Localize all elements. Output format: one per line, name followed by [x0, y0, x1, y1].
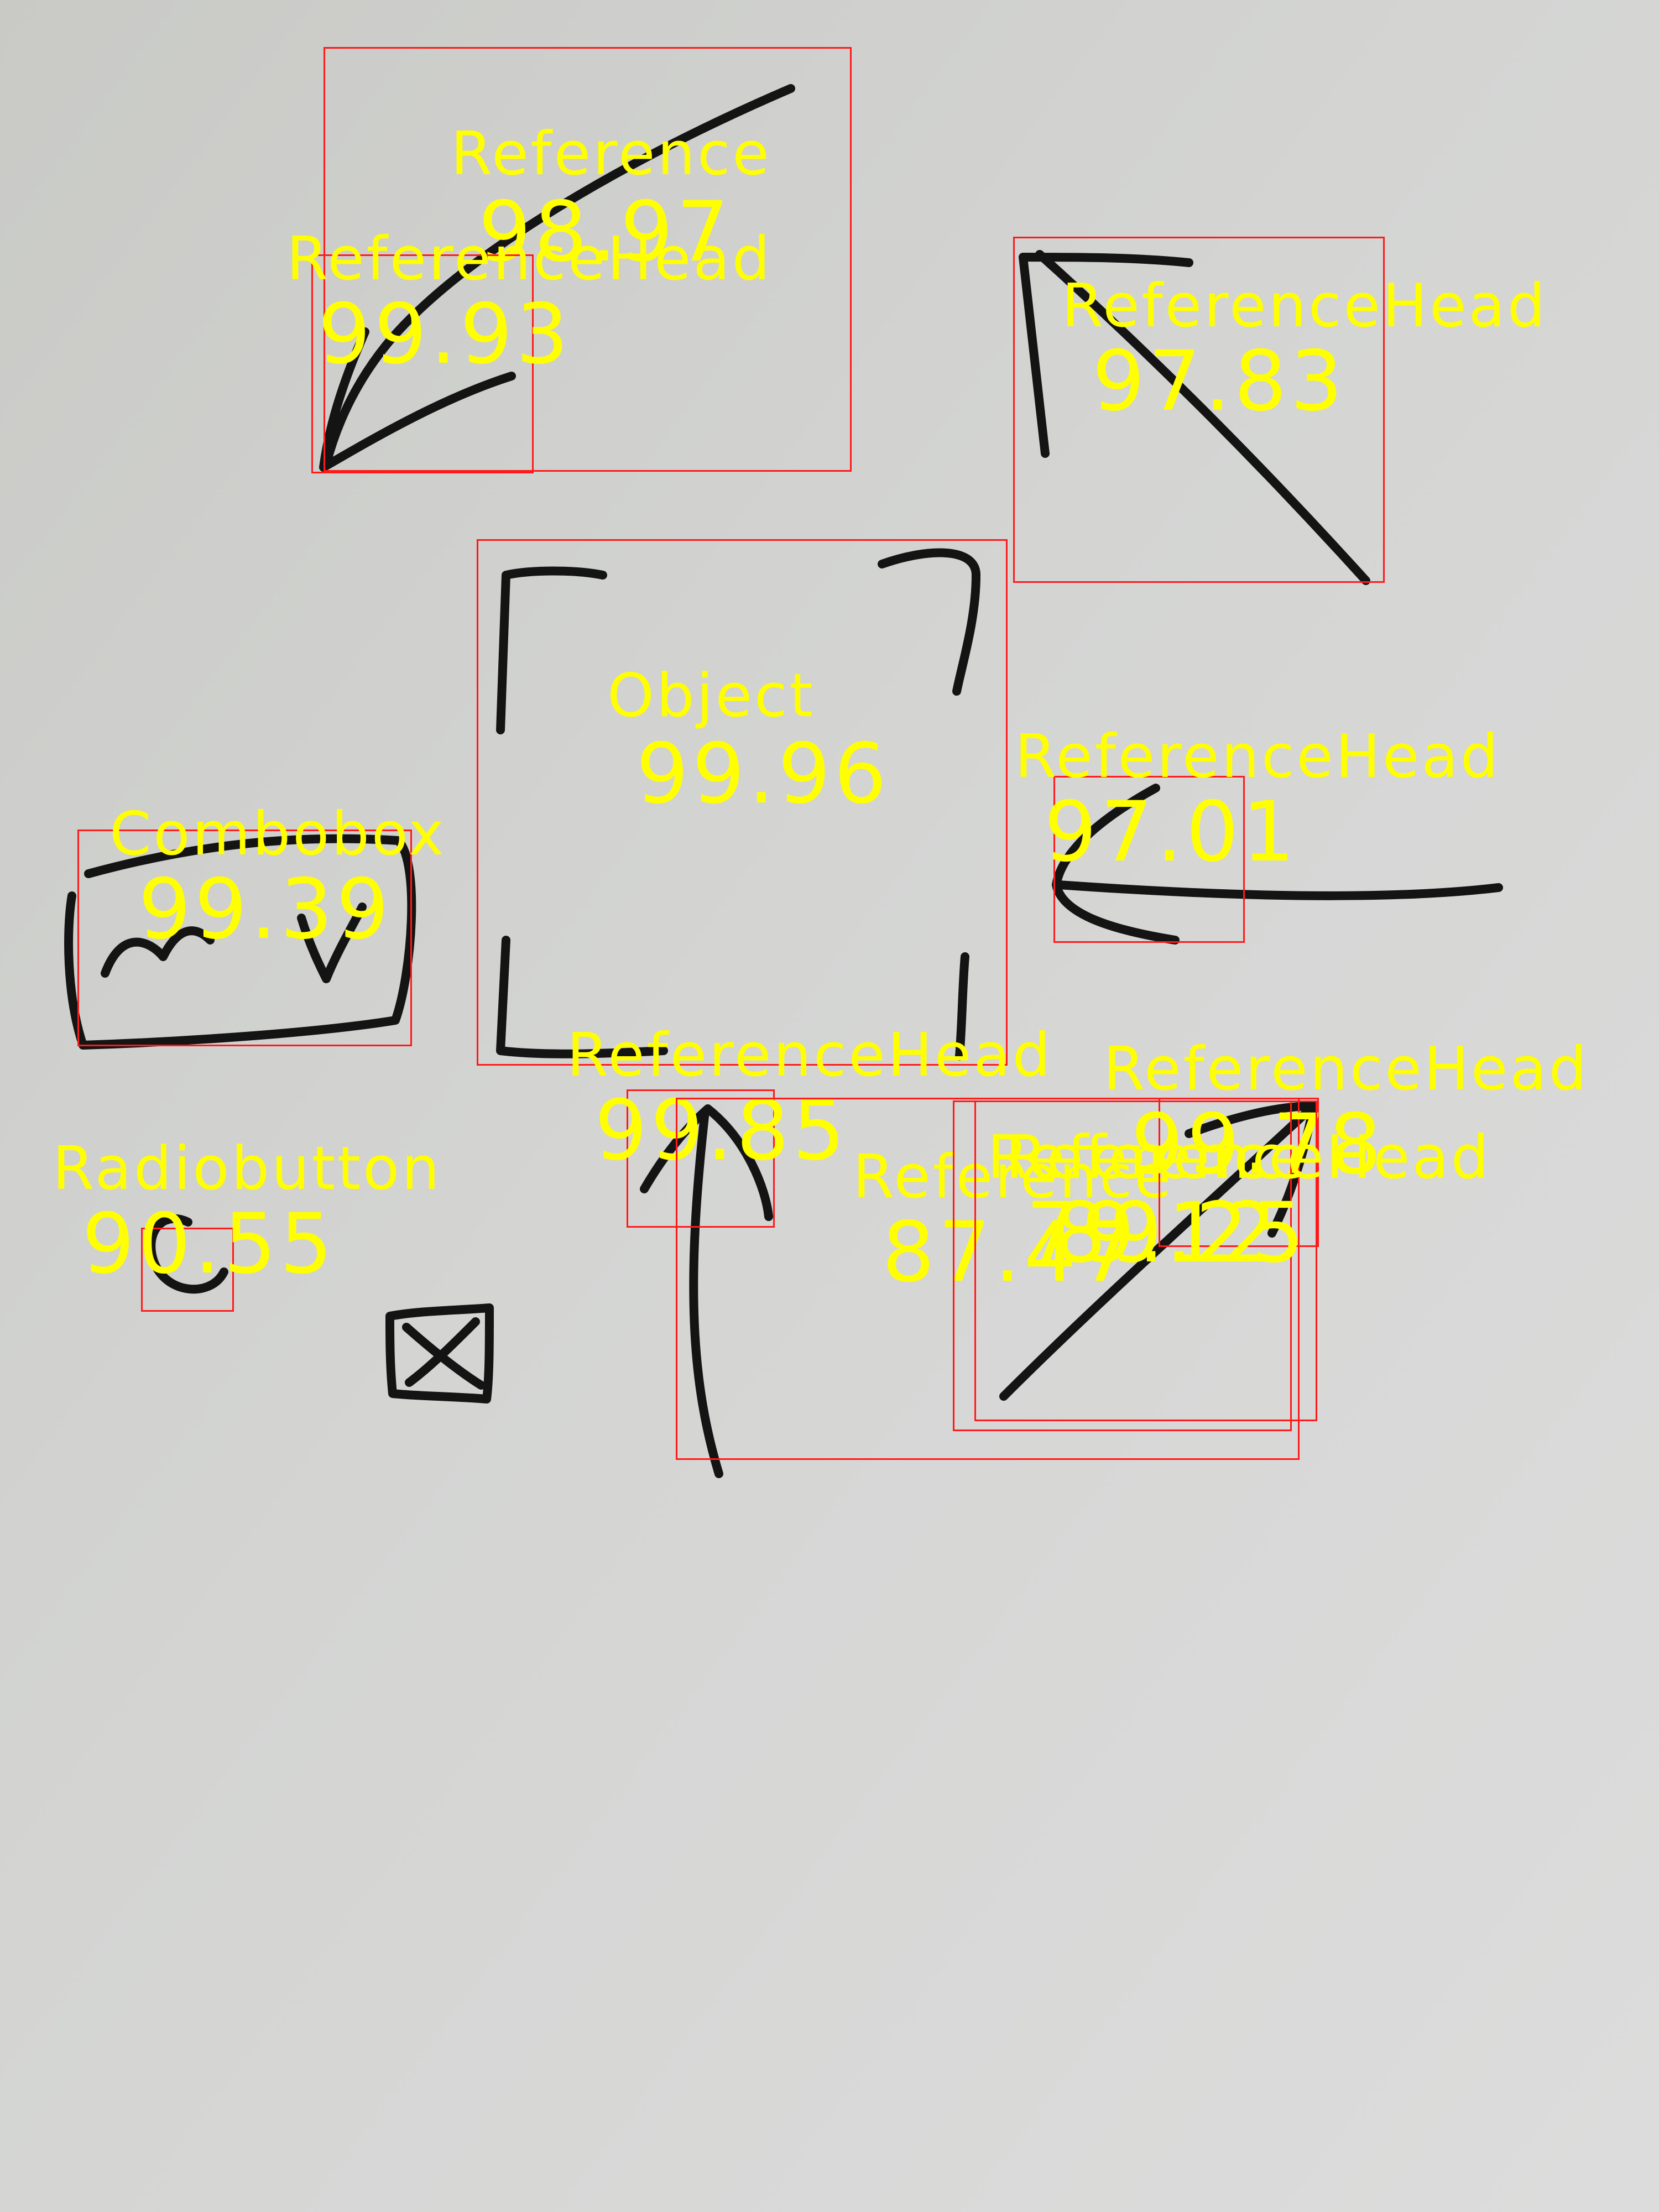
- bounding-box: [676, 1098, 1300, 1460]
- radiobutton-circle: [147, 1214, 228, 1294]
- combobox-outline: [64, 834, 416, 1050]
- detection-score: 99.96: [636, 726, 890, 822]
- bounding-box: [974, 1100, 1317, 1421]
- bounding-box: [141, 1228, 234, 1312]
- combobox-chevron: [297, 902, 367, 983]
- detection-score: 99.85: [594, 1083, 849, 1179]
- bounding-box: [477, 539, 1008, 1066]
- arrowhead-middle-right: [1052, 784, 1180, 945]
- detection-score: 98.97: [478, 184, 733, 280]
- reference-arrow-bottom-center: [689, 1107, 723, 1478]
- detection-score: 97.83: [1092, 333, 1347, 430]
- detection-label: ReferenceHead: [1005, 1123, 1491, 1192]
- bounding-box: [77, 830, 412, 1046]
- object-corner-bottom-right: [955, 952, 969, 1061]
- combobox-scribble: [101, 926, 215, 978]
- detection-label: ReferenceHead: [1062, 272, 1548, 341]
- detection-score: 87.47: [882, 1204, 1136, 1301]
- bounding-box: [311, 254, 534, 473]
- detection-score: 89.25: [1053, 1185, 1308, 1281]
- reference-arrow-top-left: [322, 84, 795, 469]
- bounding-box: [1013, 237, 1385, 583]
- checkbox-square: [385, 1303, 494, 1404]
- arrowhead-bottom-right: [1185, 1102, 1318, 1238]
- bounding-box: [1159, 1098, 1319, 1247]
- object-corner-bottom-left: [496, 936, 668, 1058]
- detection-label: Reference: [853, 1142, 1173, 1212]
- detection-score: 90.55: [82, 1196, 336, 1292]
- arrowhead-bottom-center: [640, 1104, 773, 1221]
- detection-score: 79.12: [1026, 1185, 1280, 1281]
- reference-arrow-middle-right: [1055, 880, 1503, 900]
- detection-score: 99.78: [1131, 1097, 1385, 1193]
- detection-label: ReferenceHead: [567, 1021, 1053, 1090]
- detection-label: ReferenceHead: [1015, 722, 1501, 791]
- detection-score: 99.93: [318, 286, 572, 383]
- detection-score: 99.39: [138, 862, 393, 958]
- detection-label: Reference: [451, 119, 771, 189]
- detection-label: Radiobutton: [53, 1134, 442, 1203]
- checkbox-cross: [402, 1317, 486, 1390]
- object-corner-top-left: [496, 566, 607, 734]
- arrowhead-top-left: [319, 327, 516, 472]
- detection-label: Object: [607, 661, 815, 731]
- reference-arrow-bottom-right: [999, 1102, 1318, 1401]
- bounding-box: [627, 1089, 775, 1228]
- detection-label: Combobox: [109, 800, 446, 869]
- bounding-box: [324, 47, 852, 472]
- detection-score: 97.01: [1044, 784, 1298, 880]
- bounding-box: [1053, 776, 1245, 943]
- reference-arrow-top-right: [1035, 250, 1370, 585]
- object-corner-top-right: [878, 548, 980, 696]
- detection-label: ReferenceHead: [1103, 1035, 1589, 1104]
- detection-label: Reference: [987, 1123, 1308, 1192]
- detection-label: ReferenceHead: [286, 225, 773, 294]
- arrowhead-top-right: [1019, 253, 1193, 458]
